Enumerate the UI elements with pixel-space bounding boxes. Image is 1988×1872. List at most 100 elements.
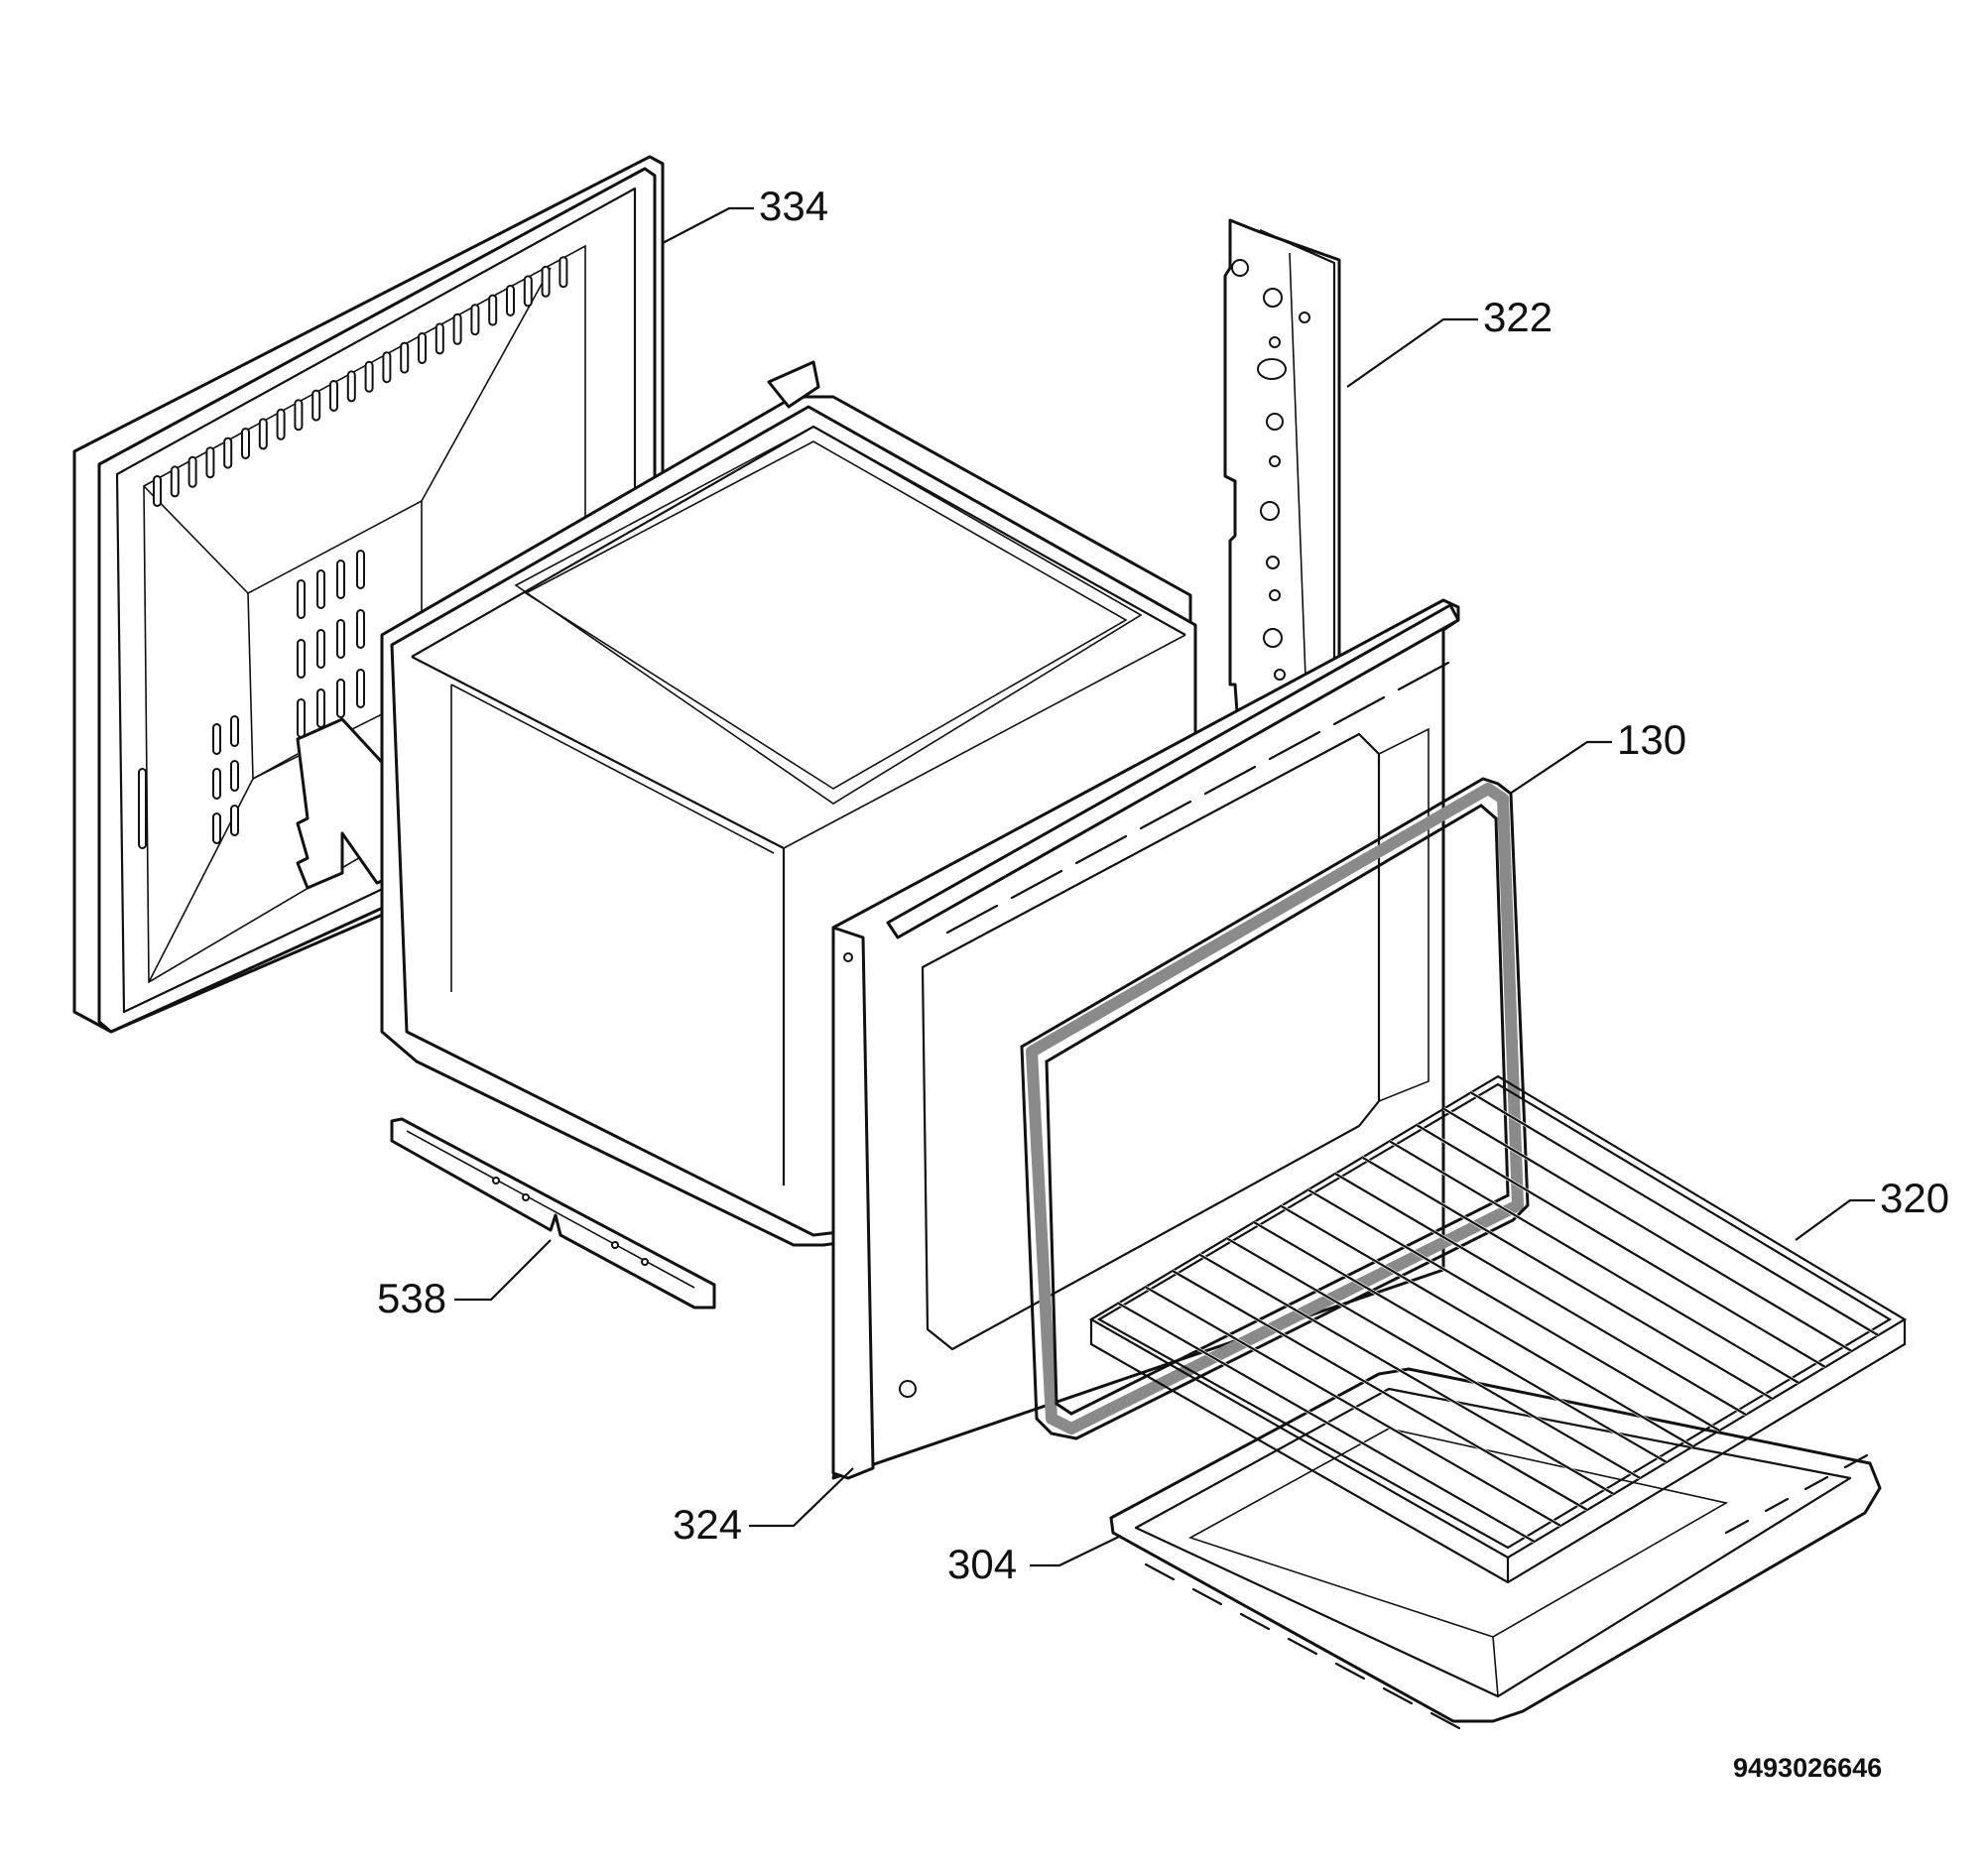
vent-slot: [316, 629, 325, 669]
vent-slot: [356, 609, 365, 649]
tray-rim-slot: [1764, 1497, 1790, 1513]
vent-slot: [336, 619, 345, 659]
leader-324: [749, 1467, 854, 1528]
tray-rim-slot: [1287, 1637, 1318, 1656]
vent-slot: [294, 399, 304, 432]
shelf-rod: [1172, 1270, 1588, 1511]
callout-labels: 334 322 130 320 538 324 304 9493026646: [377, 183, 1949, 1783]
vent-slot: [241, 428, 250, 459]
shelf-rod: [1389, 1140, 1800, 1384]
drawing-code: 9493026646: [1733, 1753, 1882, 1783]
vent-slot: [205, 446, 215, 479]
vent-slot: [559, 256, 568, 289]
front-frame-part-324: [831, 598, 1460, 1480]
vent-slot: [356, 669, 365, 708]
vent-slot: [356, 550, 365, 589]
flange-slot: [1139, 800, 1192, 830]
vent-slot: [297, 698, 306, 738]
callout-538: 538: [377, 1275, 446, 1321]
vent-slot: [230, 715, 239, 747]
flange-slot: [945, 904, 999, 935]
vent-slot: [223, 437, 233, 469]
tray-rim-slot: [1724, 1519, 1750, 1535]
vent-slot: [346, 370, 356, 403]
flange-slot: [1268, 730, 1321, 761]
tray-rim-slot: [1843, 1453, 1869, 1469]
flange-slot: [1332, 695, 1386, 726]
vent-slot: [400, 341, 410, 374]
tray-rim-slot: [1429, 1711, 1461, 1730]
vent-slot: [541, 265, 551, 298]
callout-320: 320: [1880, 1175, 1949, 1221]
wire-shelf-part-320: [1088, 1074, 1908, 1584]
tray-rim-slot: [1191, 1587, 1223, 1606]
vent-slot: [523, 275, 533, 308]
vent-slot: [153, 475, 162, 507]
vent-slot: [187, 455, 197, 488]
vent-slot: [212, 768, 221, 800]
tray-rim-slot: [1144, 1562, 1176, 1581]
callout-304: 304: [947, 1541, 1017, 1587]
callout-322: 322: [1483, 294, 1553, 340]
shelf-rod: [1226, 1237, 1641, 1479]
side-rail-part-322: [1223, 218, 1341, 801]
flange-slot: [1010, 869, 1063, 900]
leader-304: [1030, 1535, 1122, 1567]
door-seal-part-130: [1020, 777, 1530, 1440]
leader-130: [1509, 740, 1612, 795]
vent-slot: [470, 304, 480, 336]
vent-slot: [276, 408, 286, 440]
vent-slot: [452, 312, 462, 345]
vent-slot: [336, 679, 345, 718]
flange-slot: [1397, 661, 1450, 691]
vent-slot: [311, 389, 321, 422]
vent-slot: [230, 760, 239, 792]
tray-rim-slot: [1334, 1662, 1366, 1681]
shelf-rod: [1253, 1221, 1668, 1463]
tray-rim-slot: [1239, 1612, 1271, 1631]
callout-324: 324: [673, 1501, 742, 1548]
shelf-rod: [1280, 1204, 1694, 1447]
shelf-rod: [1334, 1173, 1747, 1416]
vent-slot: [258, 418, 268, 450]
baking-tray-part-304: [1109, 1367, 1882, 1730]
shelf-rod: [1145, 1286, 1561, 1527]
vent-slot: [297, 639, 306, 679]
tray-rim-slot: [1382, 1686, 1414, 1705]
vent-slot: [418, 332, 427, 364]
vent-slot: [506, 285, 515, 316]
shelf-rod: [1361, 1156, 1774, 1400]
vent-slot: [138, 768, 147, 849]
flange-slot: [1203, 765, 1257, 796]
vent-slot: [336, 560, 345, 599]
front-frame-slots: [945, 661, 1450, 935]
leader-538: [454, 1239, 552, 1302]
vent-slot: [364, 360, 374, 393]
shelf-rod: [1307, 1188, 1720, 1432]
tray-rim-slot: [1803, 1475, 1829, 1491]
vent-slot: [329, 380, 338, 412]
vent-slot: [382, 351, 392, 384]
vent-slot: [212, 723, 221, 755]
vent-slot: [488, 294, 498, 326]
callout-334: 334: [759, 183, 828, 229]
leader-lines: [454, 206, 1875, 1567]
leader-320: [1795, 1198, 1875, 1241]
shelf-rod: [1416, 1124, 1826, 1368]
shelf-rod: [1117, 1302, 1536, 1543]
shelf-runner-part-538: [390, 1117, 716, 1310]
vent-slot: [212, 812, 221, 844]
shelf-rod: [1470, 1091, 1879, 1336]
shelf-rod: [1442, 1107, 1853, 1352]
rear-panel-vent-slots: [138, 256, 568, 849]
vent-slot: [230, 805, 239, 836]
callout-130: 130: [1617, 716, 1686, 763]
leader-334: [662, 206, 754, 244]
vent-slot: [170, 465, 180, 498]
vent-slot: [316, 569, 325, 609]
baking-tray-rim-slots: [1144, 1453, 1869, 1730]
vent-slot: [297, 579, 306, 619]
flange-slot: [1074, 834, 1128, 865]
shelf-rod: [1198, 1253, 1615, 1495]
